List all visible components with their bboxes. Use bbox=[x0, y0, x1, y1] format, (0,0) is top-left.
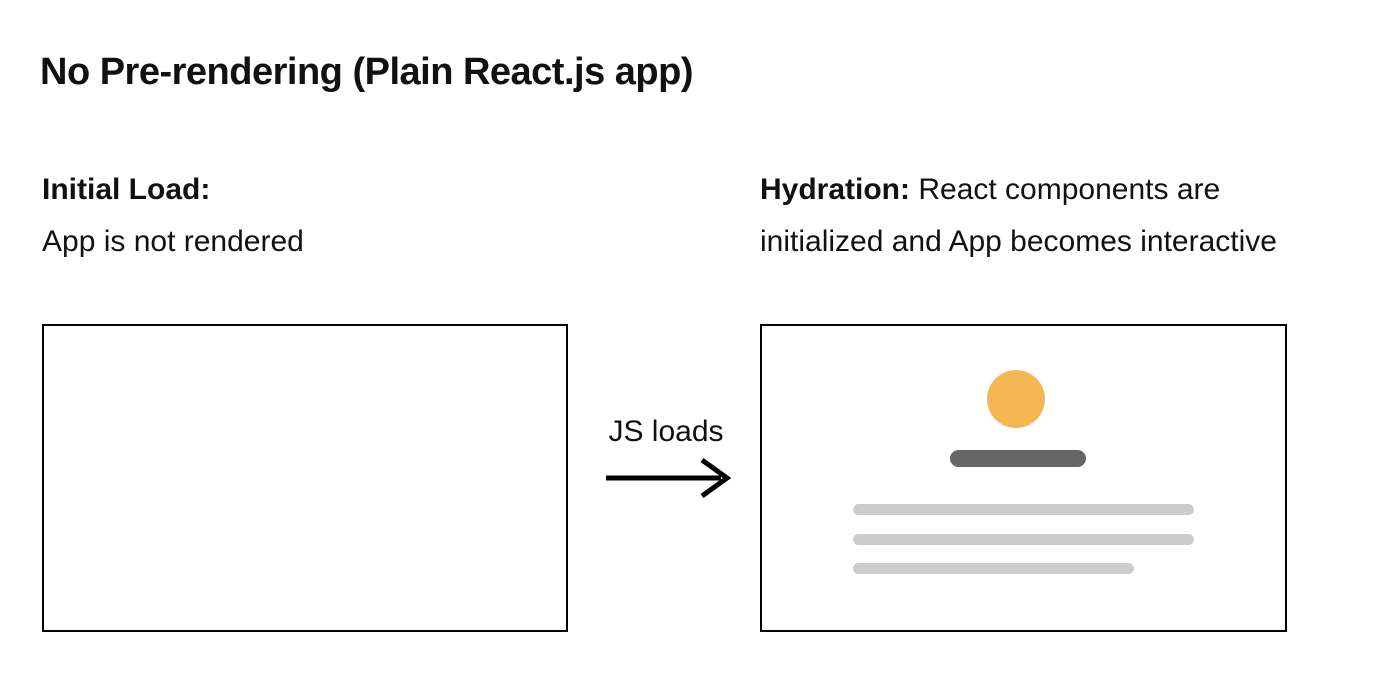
initial-load-heading: Initial Load: bbox=[42, 173, 211, 206]
js-loads-label: JS loads bbox=[608, 415, 724, 448]
empty-app-frame bbox=[42, 324, 568, 632]
gray-text-line bbox=[853, 504, 1194, 515]
page-title: No Pre-rendering (Plain React.js app) bbox=[40, 51, 693, 93]
hydration-caption: Hydration: React components are initiali… bbox=[760, 164, 1350, 268]
hydration-heading: Hydration: bbox=[760, 173, 910, 206]
orange-circle-icon bbox=[987, 370, 1045, 428]
right-arrow-icon bbox=[606, 458, 732, 498]
dark-heading-bar bbox=[950, 450, 1086, 467]
gray-text-line bbox=[853, 534, 1194, 545]
hydrated-app-frame bbox=[760, 324, 1287, 632]
gray-text-line-short bbox=[853, 563, 1134, 574]
hydration-body: React components are initialized and App… bbox=[760, 173, 1277, 258]
initial-load-body: App is not rendered bbox=[42, 225, 304, 258]
initial-load-caption: Initial Load: App is not rendered bbox=[42, 164, 602, 268]
